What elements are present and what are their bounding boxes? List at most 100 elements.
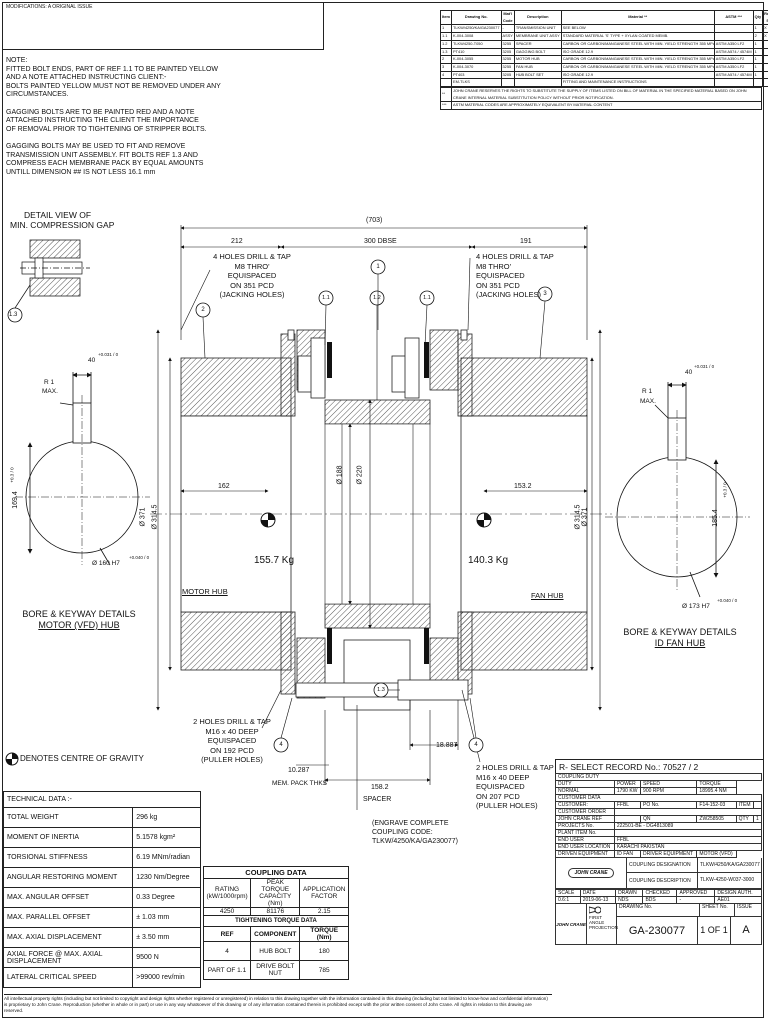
note-line: FITTED BOLT ENDS, PART OF REF 1.1 TO BE …: [6, 65, 218, 73]
bore-left-title-2: MOTOR (VFD) HUB: [38, 620, 120, 630]
end-location-value: KARACHI PAKISTAN: [613, 843, 763, 851]
cog-legend-icon: [5, 752, 19, 766]
note-line: GAGGING BOLTS MAY BE USED TO FIT AND REM…: [6, 142, 186, 150]
balloon-4-right: 4: [474, 742, 478, 748]
issue-no: A: [730, 917, 761, 944]
membrane-packs: [327, 342, 429, 664]
duty-header: SPEED: [640, 780, 698, 788]
callout-line: EQUISPACED: [476, 782, 525, 791]
tech-value: ± 1.03 mm: [132, 907, 201, 928]
cog-marker-left: [260, 512, 276, 528]
driven-cell: DRIVEN EQUIPMENT: [555, 850, 615, 858]
balloon-leaders: [202, 274, 546, 739]
sign-value: 0.6:1: [555, 896, 581, 904]
sign-value: 2019-06-13: [579, 896, 617, 904]
duty-value: NORMAL: [555, 787, 615, 795]
callout-line: ON 351 PCD: [476, 280, 520, 290]
customer-cell: ITEM: [735, 801, 754, 809]
tech-label: AXIAL FORCE @ MAX. AXIAL DISPLACEMENT: [2, 947, 134, 968]
project-label: PROJECTS No.: [555, 822, 615, 830]
scale-label: SCALE: [555, 889, 581, 897]
detail-view-title-1: DETAIL VIEW OF: [23, 210, 92, 220]
tech-label: MAX. AXIAL DISPLACEMENT: [2, 927, 134, 948]
bore-right-depth-tol: +0.3 / 0: [722, 482, 728, 498]
torque-cell: 180: [299, 941, 349, 961]
tech-row: MAX. AXIAL DISPLACEMENT± 3.50 mm: [2, 927, 201, 948]
callout-line: EQUISPACED: [476, 271, 525, 280]
note-line: AND A NOTE ATTACHED INSTRUCTING CLIENT:-: [6, 74, 167, 82]
callout-line: (PULLER HOLES): [201, 755, 263, 764]
issue-label: ISSUE: [734, 904, 752, 916]
tech-label: MOMENT OF INERTIA: [2, 827, 134, 848]
bore-left-circle: [15, 372, 150, 566]
dim-d371-left: Ø 371: [139, 507, 147, 527]
duty-value: 18995.4 NM: [696, 787, 737, 795]
parts-header-cell: Description: [513, 9, 562, 26]
dim-d314-left: Ø 314.5: [151, 504, 159, 530]
note-line: UNTILL DIMENSION ## IS NOT LESS 16.1 mm: [6, 168, 156, 176]
callout-line: 4 HOLES DRILL & TAP: [213, 252, 291, 261]
parts-cell: [762, 78, 768, 88]
bore-left-radius: R 1: [44, 379, 55, 386]
callout-line: ON 351 PCD: [230, 280, 274, 290]
balloon-1: 1: [376, 264, 380, 270]
sign-header: CHECKED: [642, 889, 678, 897]
torque-header: COMPONENT: [250, 926, 301, 942]
customer-cell: PO No.: [640, 801, 698, 809]
plant-label: PLANT ITEM No.: [555, 829, 615, 837]
sign-value: NDS: [615, 896, 644, 904]
detail-view-title-2: MIN. COMPRESSION GAP: [10, 220, 115, 230]
customer-data-title: CUSTOMER DATA: [555, 794, 762, 802]
coupling-header: APPLICATION FACTOR: [299, 878, 349, 908]
dimension-lines: [156, 225, 602, 810]
bore-left-title: BORE & KEYWAY DETAILS MOTOR (VFD) HUB: [14, 609, 144, 631]
callout-line: 2 HOLES DRILL & TAP: [193, 717, 271, 726]
customer-cell: CUSTOMER:: [555, 801, 615, 809]
duty-value: 1790 KW: [613, 787, 642, 795]
designation-label: COUPLING DESIGNATION: [629, 862, 691, 868]
designation-value: TLKW/4250/KA/GA230077: [697, 858, 760, 872]
modifications-box: MODIFICATIONS: A ORIGINAL ISSUE: [3, 3, 324, 50]
coupling-header: RATING (kW/1000rpm): [202, 878, 252, 908]
tech-label: MAX. PARALLEL OFFSET: [2, 907, 134, 928]
tech-value: >99000 rev/min: [132, 967, 201, 988]
callout-line: COUPLING CODE:: [372, 829, 433, 836]
dim-cg-left: 162: [218, 483, 230, 490]
torque-cell: PART OF 1.1: [202, 960, 252, 980]
notes-title: NOTE:: [6, 57, 28, 64]
bore-left-depth: 169.4: [11, 491, 19, 509]
duty-header: DUTY: [555, 780, 615, 788]
callout-line: M16 x 40 DEEP: [476, 772, 530, 782]
dim-overall: (703): [366, 217, 383, 224]
torque-cell: 4: [202, 941, 252, 961]
driven-cell: ID FAN: [613, 850, 642, 858]
driven-cell: MOTOR (VFD): [696, 850, 737, 858]
note-3star: ASTM MATERIAL CODES ARE APPROXIMATELY EQ…: [451, 101, 762, 110]
callout-line: (JACKING HOLES): [219, 290, 285, 299]
callout-line: 2 HOLES DRILL & TAP: [476, 763, 554, 772]
dim-right: 191: [520, 238, 532, 245]
description-value: TLKW-4250-W037-3000: [697, 873, 754, 888]
tech-value: 5.1578 kgm²: [132, 827, 201, 848]
parts-header-cell: Material **: [560, 9, 715, 26]
projection-box: FIRST ANGLE PROJECTION: [587, 904, 618, 944]
tech-value: 1230 Nm/Degree: [132, 867, 201, 888]
bore-right-circle: [605, 382, 750, 598]
balloon-1-1-left: 1.1: [322, 295, 330, 301]
customer-order-label: CUSTOMER ORDER: [555, 808, 615, 816]
balloon-2: 2: [201, 307, 205, 313]
note-2star: JOHN CRANE RESERVES THE RIGHTS TO SUBSTI…: [451, 87, 762, 103]
callout-line: (JACKING HOLES): [476, 290, 542, 299]
select-record-text: R- SELECT RECORD No.: 70527 / 2: [559, 762, 699, 772]
